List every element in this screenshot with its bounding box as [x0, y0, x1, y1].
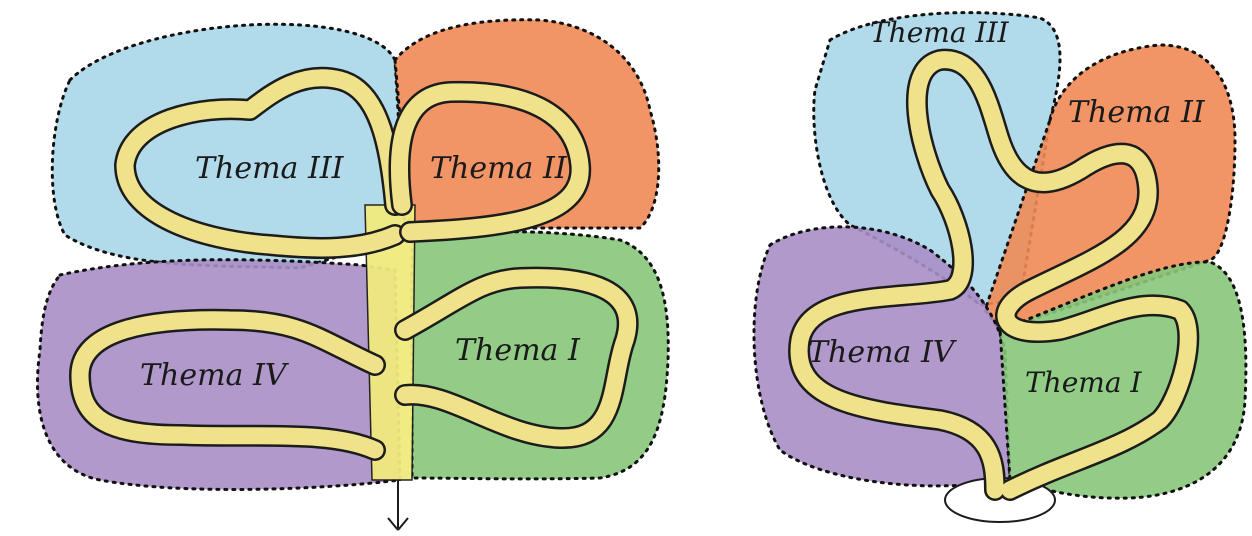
right-label-thema-3: Thema III	[870, 16, 1010, 49]
left-label-thema-1: Thema I	[455, 333, 581, 368]
right-label-thema-1: Thema I	[1025, 366, 1142, 399]
left-output-arrow-icon	[388, 480, 408, 530]
left-label-thema-2: Thema II	[430, 151, 568, 186]
left-diagram: Thema III Thema II Thema IV Thema I	[38, 20, 669, 530]
left-label-thema-4: Thema IV	[140, 358, 290, 393]
right-diagram: Thema III Thema II Thema IV Thema I	[754, 13, 1246, 522]
right-label-thema-4: Thema IV	[808, 335, 958, 370]
right-label-thema-2: Thema II	[1068, 95, 1206, 130]
left-region-orange	[395, 20, 659, 232]
left-label-thema-3: Thema III	[195, 151, 345, 186]
